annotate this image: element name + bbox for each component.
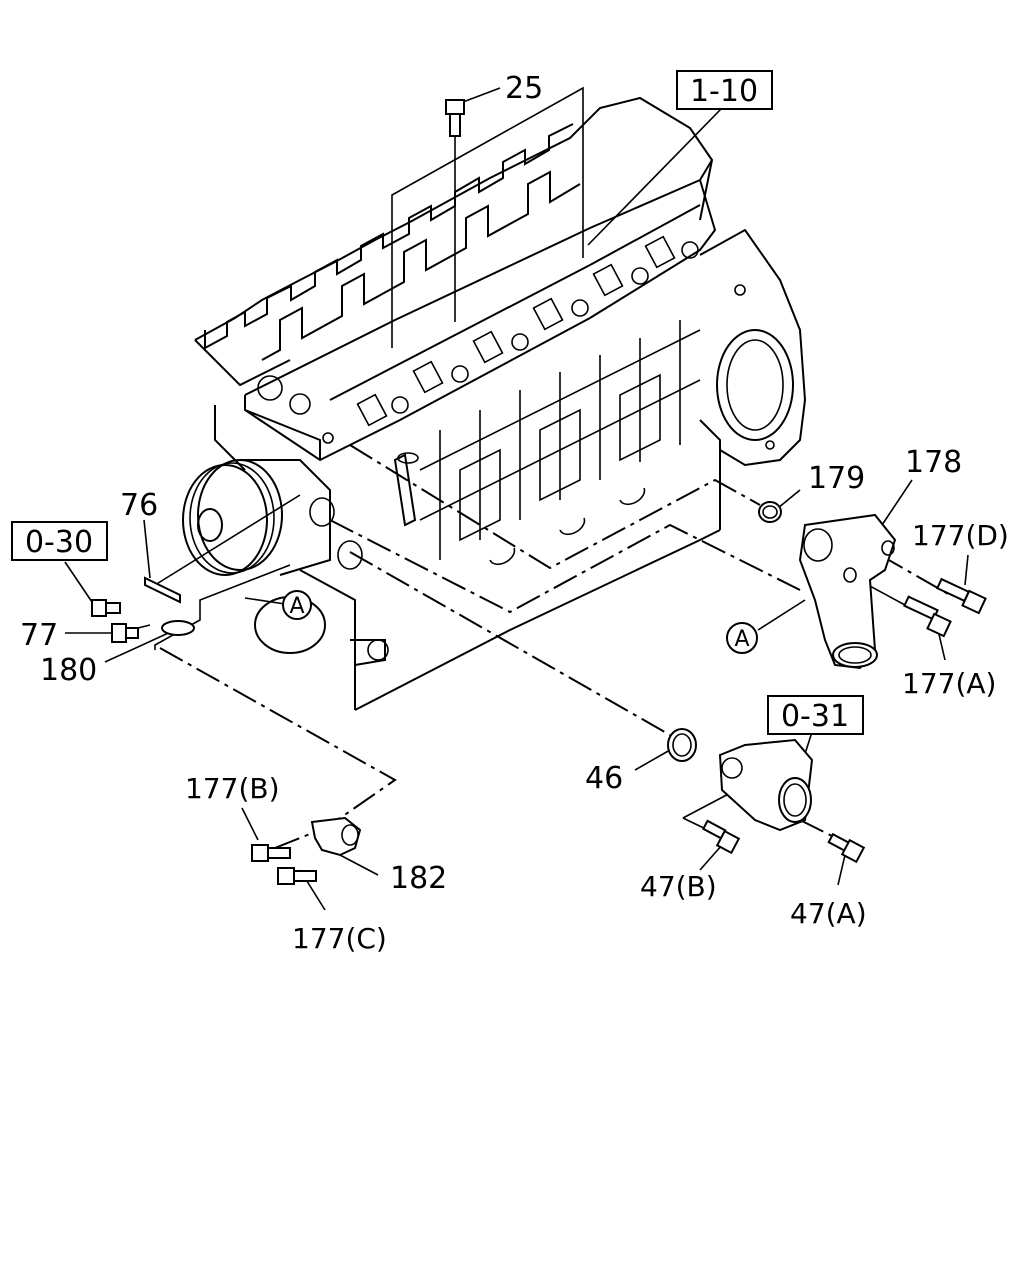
- ref-box-1-10[interactable]: 1-10: [676, 70, 773, 110]
- part-182-fitting: [310, 816, 362, 857]
- callout-177b: 177(B): [185, 772, 280, 805]
- callout-25: 25: [505, 71, 543, 106]
- part-77-bolt: [111, 623, 139, 643]
- ref-box-0-30[interactable]: 0-30: [11, 521, 108, 561]
- circle-a-left-label: A: [289, 594, 304, 619]
- engine-block: [182, 96, 807, 711]
- callout-46: 46: [585, 761, 623, 796]
- ref-0-30-label: 0-30: [25, 525, 93, 560]
- part-177b-bolt: [251, 844, 291, 862]
- part-177c-bolt: [277, 867, 317, 885]
- callout-182: 182: [390, 861, 447, 896]
- ref-1-10-label: 1-10: [690, 74, 758, 109]
- circle-a-left: A: [282, 590, 312, 620]
- part-177a-bolt: [903, 595, 952, 638]
- part-0-30-bolt: [91, 599, 121, 617]
- part-178-elbow: [798, 513, 897, 670]
- part-47a-bolt: [827, 832, 866, 864]
- part-25-bolt: [445, 99, 465, 137]
- callout-76: 76: [120, 488, 158, 523]
- part-177d-bolt: [935, 577, 987, 615]
- part-76-gasket: [144, 576, 181, 604]
- ref-box-0-31[interactable]: 0-31: [767, 695, 864, 735]
- part-180-seal: [161, 620, 195, 636]
- callout-177d: 177(D): [912, 519, 1009, 552]
- part-47b-bolt: [701, 819, 741, 855]
- callout-47a: 47(A): [790, 897, 867, 930]
- callout-180: 180: [40, 653, 97, 688]
- callout-47b: 47(B): [640, 870, 717, 903]
- part-46-oring: [667, 728, 697, 762]
- callout-77: 77: [20, 618, 58, 653]
- callout-178: 178: [905, 445, 962, 480]
- circle-a-right-label: A: [734, 627, 749, 652]
- ref-0-31-label: 0-31: [781, 699, 849, 734]
- circle-a-right: A: [726, 622, 758, 654]
- part-0-31-pipe: [718, 738, 814, 832]
- callout-179: 179: [808, 461, 865, 496]
- leader-lines: [64, 86, 969, 911]
- part-179-oring: [758, 501, 782, 523]
- callout-177a: 177(A): [902, 667, 996, 700]
- callout-177c: 177(C): [292, 922, 387, 955]
